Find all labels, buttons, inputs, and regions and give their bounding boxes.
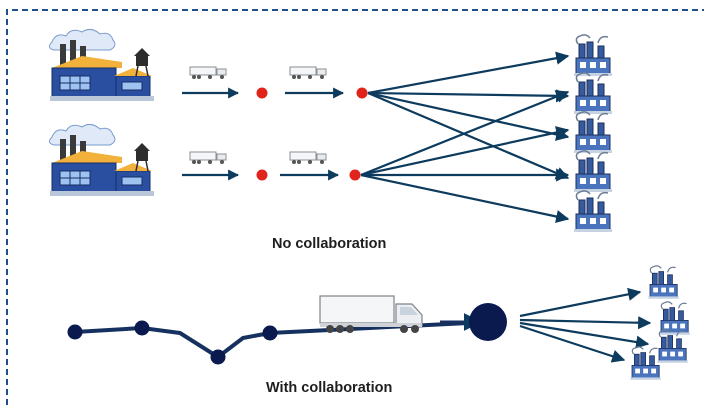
truck-icon (319, 295, 423, 333)
with-collaboration-section: With collaboration (67, 265, 691, 396)
truck-icon (189, 151, 227, 165)
hub-node (256, 87, 268, 99)
industrial-plant-icon (573, 150, 613, 193)
origin-factory-icon (48, 28, 155, 102)
industrial-plant-icon (573, 111, 613, 154)
dashed-frame (6, 9, 704, 405)
hub-node (349, 169, 361, 181)
no-collaboration-section: No collaboration (48, 28, 613, 252)
hub-node (356, 87, 368, 99)
no-collaboration-caption: No collaboration (272, 236, 386, 252)
industrial-plant-icon (656, 329, 689, 364)
distribution-arrows-collab (519, 287, 652, 363)
origin-factory-icon (48, 123, 155, 197)
route-node (262, 325, 278, 341)
hub-node (256, 169, 268, 181)
route-node (134, 320, 150, 336)
truck-icon (289, 151, 327, 165)
industrial-plant-icon (573, 190, 613, 233)
industrial-plant-icon (629, 346, 662, 381)
distribution-arrows-bottom (360, 90, 570, 223)
truck-icon (189, 66, 227, 80)
route-node (210, 349, 226, 365)
industrial-plant-icon (573, 72, 613, 115)
with-collaboration-caption: With collaboration (266, 380, 392, 396)
route-node (67, 324, 83, 340)
consolidation-hub (469, 303, 507, 341)
industrial-plant-icon (573, 34, 613, 77)
distribution-arrows-top (367, 51, 570, 180)
industrial-plant-icon (647, 265, 680, 300)
truck-icon (289, 66, 327, 80)
